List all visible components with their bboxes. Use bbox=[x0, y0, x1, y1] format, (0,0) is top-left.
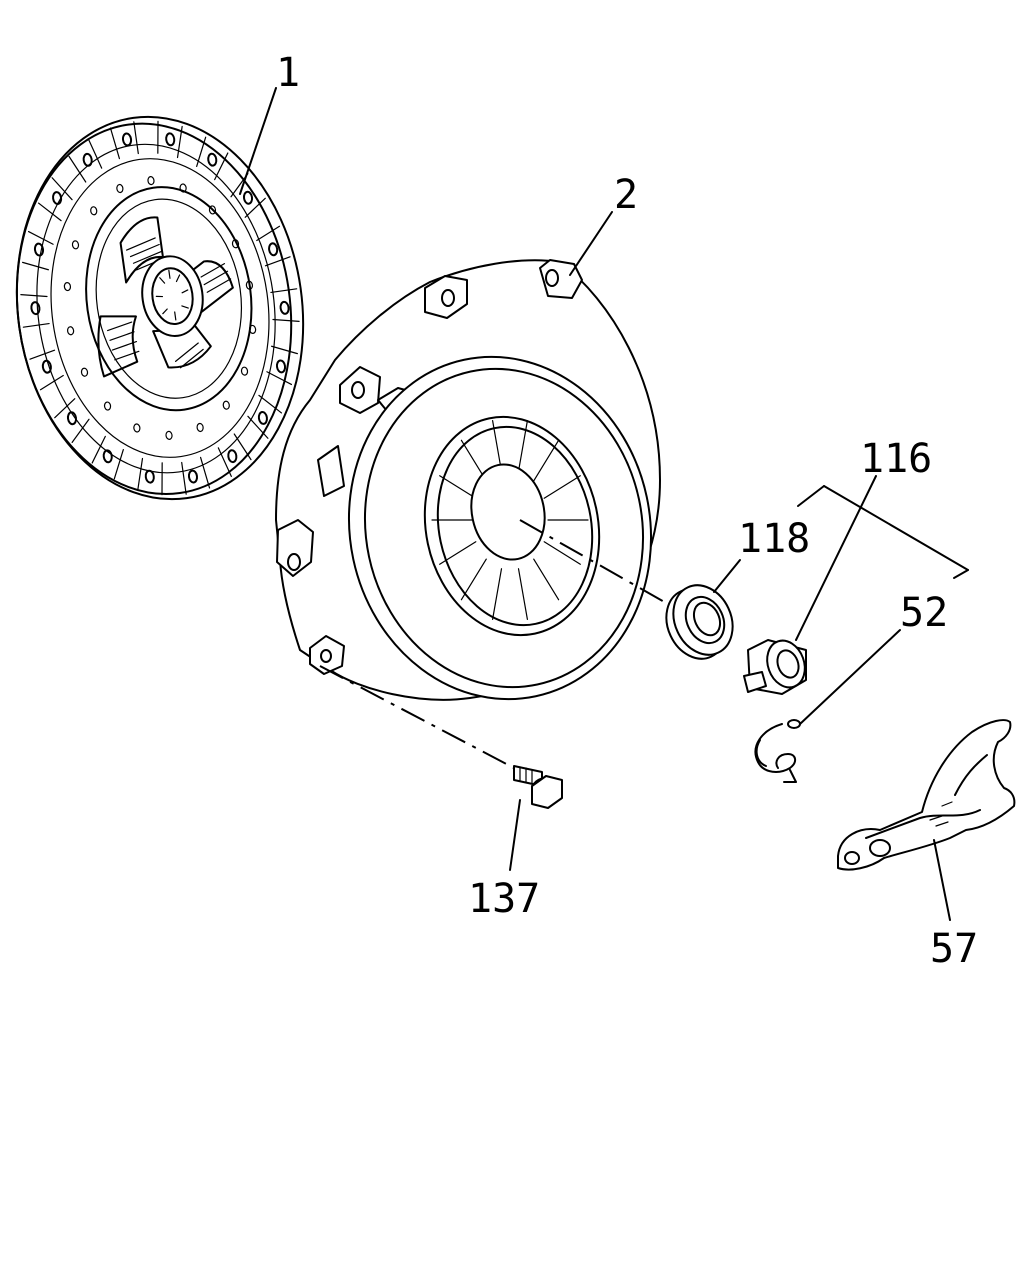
callout-57: 57 bbox=[930, 926, 978, 972]
callout-2: 2 bbox=[614, 172, 638, 218]
clutch-disc bbox=[15, 115, 305, 501]
leader-lines bbox=[239, 87, 969, 921]
retaining-clip bbox=[754, 719, 801, 783]
callout-116: 116 bbox=[860, 436, 932, 482]
callout-137: 137 bbox=[468, 876, 540, 922]
bolt bbox=[513, 765, 563, 809]
callout-1: 1 bbox=[276, 50, 300, 96]
bearing-assembly bbox=[743, 639, 807, 695]
callout-118: 118 bbox=[738, 516, 810, 562]
release-bearing bbox=[665, 584, 734, 660]
release-fork bbox=[837, 719, 1016, 871]
pressure-plate bbox=[275, 259, 661, 701]
callout-52: 52 bbox=[900, 590, 948, 636]
